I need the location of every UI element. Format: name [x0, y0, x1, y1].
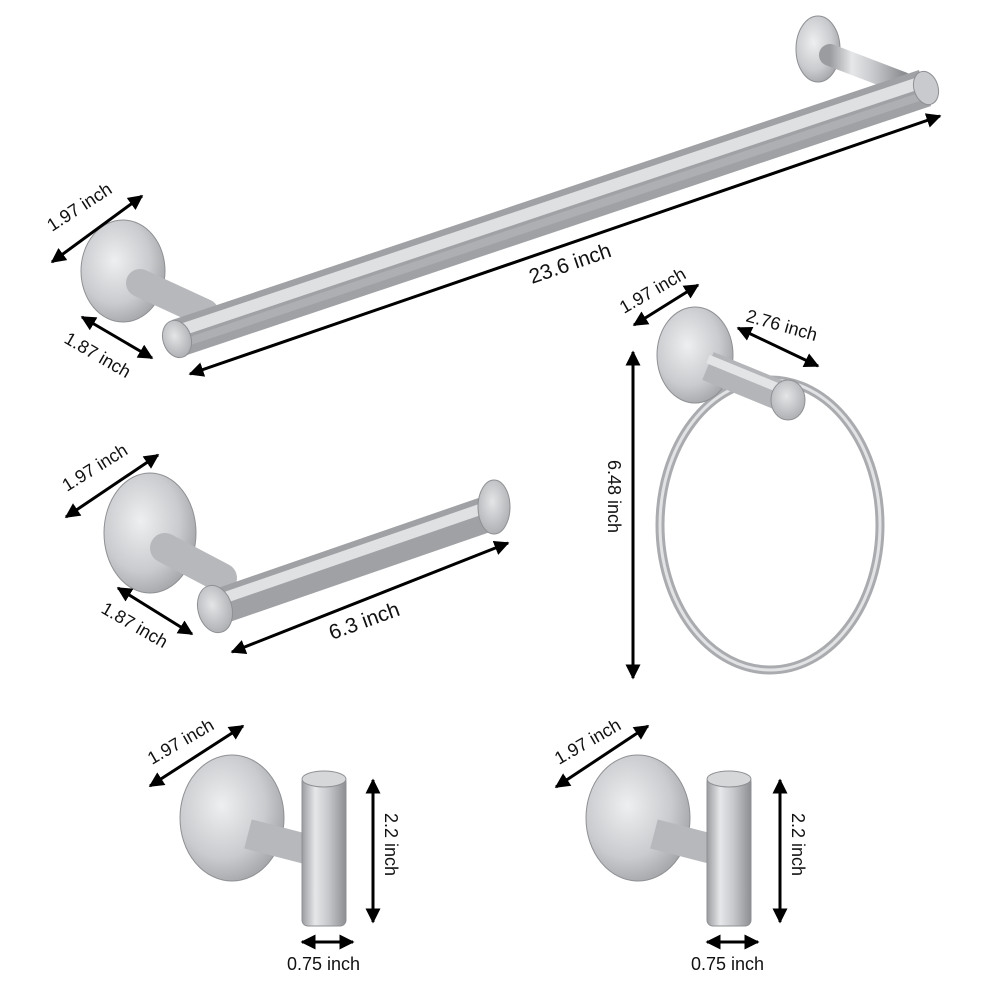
hook-left-diameter-arrow [148, 724, 245, 788]
towel-bar-left-base [80, 219, 166, 323]
towel-ring-diameter-arrow [632, 283, 700, 327]
paper-holder-post [150, 533, 237, 593]
towel-bar-length-arrow [188, 113, 942, 377]
hook-left-width-label: 0.75 inch [287, 954, 360, 974]
hook-right-base [585, 754, 691, 882]
paper-holder-diameter-arrow [64, 453, 160, 519]
paper-holder-rod [209, 494, 499, 626]
towel-ring-end-cap [770, 379, 806, 421]
towel-bar-projection-label: 1.87 inch [61, 328, 134, 382]
hook-left-base [179, 754, 285, 882]
hook-left: 1.97 inch 2.2 inch 0.75 inch [144, 715, 401, 974]
hook-left-arm [301, 775, 347, 927]
towel-ring: 1.97 inch 2.76 inch 6.48 inch [604, 264, 885, 680]
hook-right-arm [706, 775, 752, 927]
hook-right-diameter-arrow [554, 724, 650, 789]
towel-bar-diameter-arrow [50, 194, 144, 264]
towel-bar-right-post [819, 44, 914, 94]
paper-holder-length-label: 6.3 inch [326, 598, 403, 645]
hook-right-diameter-label: 1.97 inch [551, 715, 624, 769]
towel-ring-base [656, 306, 734, 404]
towel-ring-diameter-label: 1.97 inch [616, 264, 689, 318]
towel-bar: 1.97 inch 1.87 inch 23.6 inch [43, 15, 942, 382]
towel-bar-rod [171, 69, 932, 357]
towel-ring-projection-label: 2.76 inch [744, 306, 820, 345]
hook-right-post [650, 819, 720, 865]
paper-holder-tip [477, 479, 511, 535]
hook-left-post [244, 819, 314, 865]
paper-holder-projection-label: 1.87 inch [98, 598, 171, 652]
paper-holder: 1.97 inch 1.87 inch 6.3 inch [59, 440, 511, 655]
hook-right-width-label: 0.75 inch [691, 954, 764, 974]
paper-holder-base [103, 472, 197, 594]
towel-ring-height-label: 6.48 inch [604, 460, 624, 533]
hook-right-height-label: 2.2 inch [788, 813, 808, 876]
hook-left-height-label: 2.2 inch [381, 813, 401, 876]
paper-holder-projection-arrow [116, 586, 194, 636]
towel-bar-length-label: 23.6 inch [526, 239, 614, 288]
hook-left-diameter-label: 1.97 inch [144, 715, 217, 769]
towel-bar-projection-arrow [80, 315, 154, 360]
hook-right: 1.97 inch 2.2 inch 0.75 inch [551, 715, 808, 974]
paper-holder-length-arrow [230, 540, 510, 655]
towel-ring-projection-arrow [736, 326, 820, 368]
